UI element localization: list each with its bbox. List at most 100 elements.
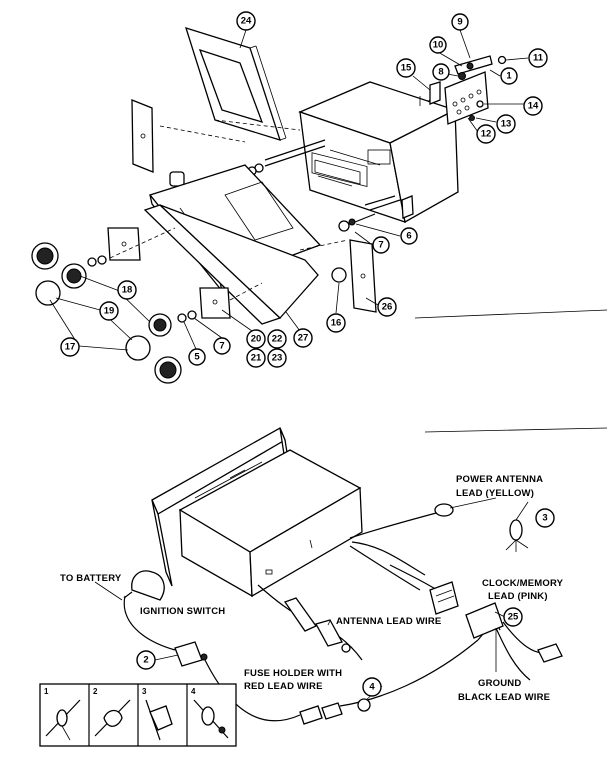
label-clock-memory-2: LEAD (PINK) — [488, 591, 548, 602]
label-antenna-lead-wire: ANTENNA LEAD WIRE — [336, 616, 441, 627]
svg-text:2: 2 — [143, 655, 148, 666]
callout-21: 21 — [246, 348, 266, 368]
svg-text:6: 6 — [406, 231, 411, 242]
left-bracket-plate — [131, 99, 154, 173]
callout-8: 8 — [432, 63, 450, 81]
wiring-view: 3 2 25 4 POWER ANTENNA LEAD (YELLOW) TO … — [39, 427, 564, 747]
wiring-leaders — [94, 497, 529, 701]
trim-plate — [143, 204, 319, 325]
svg-text:7: 7 — [219, 341, 224, 352]
svg-text:23: 23 — [272, 353, 283, 364]
fuse-holder — [299, 698, 371, 725]
svg-text:1: 1 — [506, 71, 512, 82]
svg-text:26: 26 — [382, 302, 393, 313]
antenna-plug — [283, 597, 351, 653]
spacer — [169, 171, 185, 187]
label-ignition-switch: IGNITION SWITCH — [140, 606, 225, 617]
installation-steps-inset: 1 2 3 4 — [39, 683, 237, 747]
callout-4: 4 — [362, 677, 382, 697]
callout-20: 20 — [246, 329, 266, 349]
svg-text:25: 25 — [508, 612, 519, 623]
step-2-number: 2 — [93, 687, 98, 696]
callout-13: 13 — [496, 114, 516, 134]
label-clock-memory-1: CLOCK/MEMORY — [482, 578, 564, 589]
svg-text:14: 14 — [528, 101, 539, 112]
svg-text:11: 11 — [533, 53, 544, 64]
svg-text:7: 7 — [378, 240, 383, 251]
callout-22: 22 — [267, 329, 287, 349]
callout-19: 19 — [99, 301, 119, 321]
callout-9: 9 — [451, 13, 469, 31]
svg-text:20: 20 — [251, 334, 262, 345]
svg-text:24: 24 — [241, 16, 252, 27]
knobs — [31, 242, 347, 384]
callout-3: 3 — [535, 508, 555, 528]
radio-box — [178, 449, 363, 598]
svg-text:10: 10 — [433, 40, 444, 51]
callout-27: 27 — [293, 328, 313, 348]
callout-25: 25 — [503, 607, 523, 627]
callout-7-top: 7 — [372, 236, 390, 254]
mount-plate-center — [199, 287, 231, 319]
clock-memory-connector — [465, 602, 563, 663]
callout-5: 5 — [188, 348, 206, 366]
exploded-view: 24 9 10 8 11 1 15 14 13 12 6 7 26 16 18 … — [31, 11, 608, 433]
alignment-lines — [109, 119, 608, 433]
antenna-plug-detail — [505, 519, 529, 552]
ignition-switch — [123, 570, 165, 601]
callout-15: 15 — [396, 58, 416, 78]
label-ground-2: BLACK LEAD WIRE — [458, 692, 550, 703]
radio-chassis — [298, 81, 459, 224]
svg-text:13: 13 — [501, 119, 512, 130]
svg-text:16: 16 — [331, 318, 342, 329]
callout-1: 1 — [500, 67, 518, 85]
callout-18: 18 — [117, 280, 137, 300]
label-fuse-holder-1: FUSE HOLDER WITH — [244, 668, 342, 679]
power-antenna-connector — [434, 503, 454, 517]
label-to-battery: TO BATTERY — [60, 573, 122, 584]
svg-text:15: 15 — [401, 63, 412, 74]
label-fuse-holder-2: RED LEAD WIRE — [244, 681, 323, 692]
callout-12: 12 — [476, 124, 496, 144]
callout-7-bottom: 7 — [213, 337, 231, 355]
callout-26: 26 — [377, 297, 397, 317]
mount-plate-left — [107, 227, 141, 261]
bezel-frame — [185, 27, 287, 141]
svg-text:8: 8 — [438, 67, 443, 78]
svg-text:19: 19 — [104, 306, 115, 317]
label-ground-1: GROUND — [478, 678, 521, 689]
callout-17: 17 — [60, 337, 80, 357]
callout-10: 10 — [429, 36, 447, 54]
step-1-illustration — [45, 699, 81, 741]
callout-16: 16 — [326, 313, 346, 333]
svg-text:3: 3 — [542, 513, 547, 524]
svg-text:12: 12 — [481, 129, 492, 140]
step-1-number: 1 — [44, 687, 49, 696]
step-2-illustration — [94, 699, 131, 737]
label-power-antenna-2: LEAD (YELLOW) — [456, 488, 534, 499]
svg-text:18: 18 — [122, 285, 133, 296]
step-3-number: 3 — [142, 687, 147, 696]
svg-text:5: 5 — [194, 352, 200, 363]
mount-plate-right — [349, 239, 377, 313]
step-4-illustration — [193, 699, 229, 739]
callout-6-top: 6 — [400, 227, 418, 245]
callout-14: 14 — [523, 96, 543, 116]
callout-2: 2 — [136, 650, 156, 670]
battery-clip — [174, 641, 208, 667]
harness-connector — [429, 581, 459, 615]
svg-text:4: 4 — [369, 682, 375, 693]
svg-text:22: 22 — [272, 334, 283, 345]
callout-24: 24 — [236, 11, 256, 31]
step-4-number: 4 — [191, 687, 196, 696]
rear-bracket — [444, 55, 507, 125]
svg-text:27: 27 — [298, 333, 309, 344]
svg-text:9: 9 — [457, 17, 462, 28]
callout-23: 23 — [267, 348, 287, 368]
label-power-antenna-1: POWER ANTENNA — [456, 474, 543, 485]
svg-text:17: 17 — [65, 342, 76, 353]
step-3-illustration — [145, 699, 173, 741]
svg-text:21: 21 — [251, 353, 262, 364]
callout-11: 11 — [528, 48, 548, 68]
